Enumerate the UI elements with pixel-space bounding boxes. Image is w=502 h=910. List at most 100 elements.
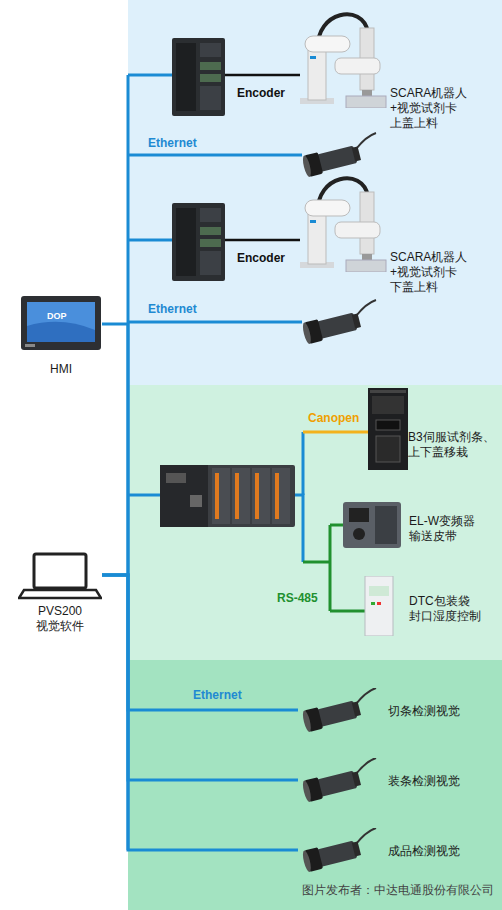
robot-icon (290, 8, 390, 108)
rect-shape (375, 506, 397, 544)
diagram-label: Encoder (237, 86, 285, 100)
rect-shape (200, 239, 221, 247)
rect-shape (200, 43, 221, 57)
rect-shape (190, 495, 202, 507)
device-node: 装条检测视觉 (298, 758, 500, 804)
rect-shape (352, 146, 361, 161)
device-label: 装条检测视觉 (388, 774, 498, 789)
diagram-label: Encoder (237, 251, 285, 265)
rect-shape (255, 473, 259, 519)
path-shape (356, 133, 376, 149)
rect-shape (160, 465, 295, 527)
rect-shape (305, 36, 350, 52)
diagram-label: Ethernet (148, 302, 197, 316)
rect-shape (368, 388, 408, 470)
ethernet-wire (128, 239, 172, 242)
rect-shape (349, 508, 369, 522)
device-node: SCARA机器人 +视觉试剂卡 上盖上料 (290, 8, 500, 133)
rs485-wire (329, 525, 332, 611)
rs485-wire (330, 610, 365, 613)
diagram-label: Ethernet (193, 688, 242, 702)
rect-shape (200, 251, 221, 275)
ellipse-shape (301, 710, 312, 732)
rect-shape (316, 840, 357, 867)
cam-icon (298, 758, 378, 802)
device-label: SCARA机器人 +视觉试剂卡 上盖上料 (390, 86, 490, 131)
g-shape (301, 698, 362, 732)
device-node: 成品检测视觉 (298, 828, 500, 874)
encoder-wire (225, 239, 300, 242)
dtc-icon (363, 576, 395, 636)
rs485-wire (330, 524, 345, 527)
rect-shape (200, 227, 221, 235)
rect-shape (316, 145, 357, 172)
rect-shape (176, 208, 196, 276)
ellipse-shape (301, 780, 312, 802)
path-shape (356, 688, 376, 704)
device-node: HMI (20, 296, 102, 380)
path-shape (356, 828, 376, 844)
cam-icon (298, 828, 378, 872)
device-node: 切条检测视觉 (298, 688, 500, 734)
device-node: DTC包装袋 封口湿度控制 (363, 576, 502, 638)
ethernet-connector (102, 324, 128, 575)
diagram-label: RS-485 (277, 591, 318, 605)
hmi-icon (21, 296, 101, 350)
rect-shape (200, 62, 221, 70)
rect-shape (172, 203, 225, 281)
top-band (128, 0, 502, 385)
rect-shape (200, 208, 221, 222)
rect-shape (335, 58, 380, 74)
rect-shape (308, 48, 326, 100)
ellipse-shape (301, 322, 312, 345)
device-node: PVS200 视觉软件 (18, 552, 102, 636)
rect-shape (352, 701, 361, 716)
device-label: 切条检测视觉 (388, 704, 498, 719)
rect-shape (369, 586, 389, 596)
rect-shape (27, 302, 95, 342)
laptop-icon (18, 552, 102, 600)
cam-icon (298, 688, 378, 732)
g-shape (301, 310, 362, 345)
g-shape (301, 143, 362, 178)
rect-shape (172, 38, 225, 116)
g-shape (301, 838, 362, 872)
middle-band (128, 385, 502, 660)
path-shape (356, 300, 376, 316)
rect-shape (308, 212, 326, 264)
field-wire (302, 432, 305, 495)
rect-shape (346, 260, 386, 272)
rect-shape (316, 770, 357, 797)
rect-shape (176, 43, 196, 111)
rect-shape (275, 473, 279, 519)
diagram-label: DOP (47, 309, 67, 323)
drive-icon (343, 498, 401, 550)
rect-shape (352, 313, 361, 328)
ethernet-wire (128, 154, 302, 157)
rect-shape (160, 465, 208, 527)
bottom-band (128, 660, 502, 910)
rect-shape (316, 312, 357, 339)
rect-shape (232, 468, 250, 524)
robot-icon (290, 172, 390, 272)
ethernet-wire (128, 494, 160, 497)
device-label: B3伺服试剂条、上下盖移栽 (408, 430, 502, 460)
device-label: EL-W变频器 输送皮带 (409, 514, 501, 544)
rect-shape (372, 396, 404, 414)
rect-shape (310, 220, 316, 223)
robot-controller (172, 38, 225, 116)
device-label: 成品检测视觉 (388, 844, 498, 859)
rect-shape (235, 473, 239, 519)
rect-shape (305, 200, 350, 216)
rect-shape (371, 602, 375, 605)
field-wire (295, 495, 303, 562)
rect-shape (166, 473, 186, 483)
camera (301, 300, 376, 345)
rect-shape (34, 554, 86, 588)
circle-shape (353, 528, 365, 540)
robot-controller (172, 203, 225, 281)
device-label: HMI (20, 362, 102, 377)
rect-shape (335, 222, 380, 238)
ethernet-wire (128, 321, 302, 324)
